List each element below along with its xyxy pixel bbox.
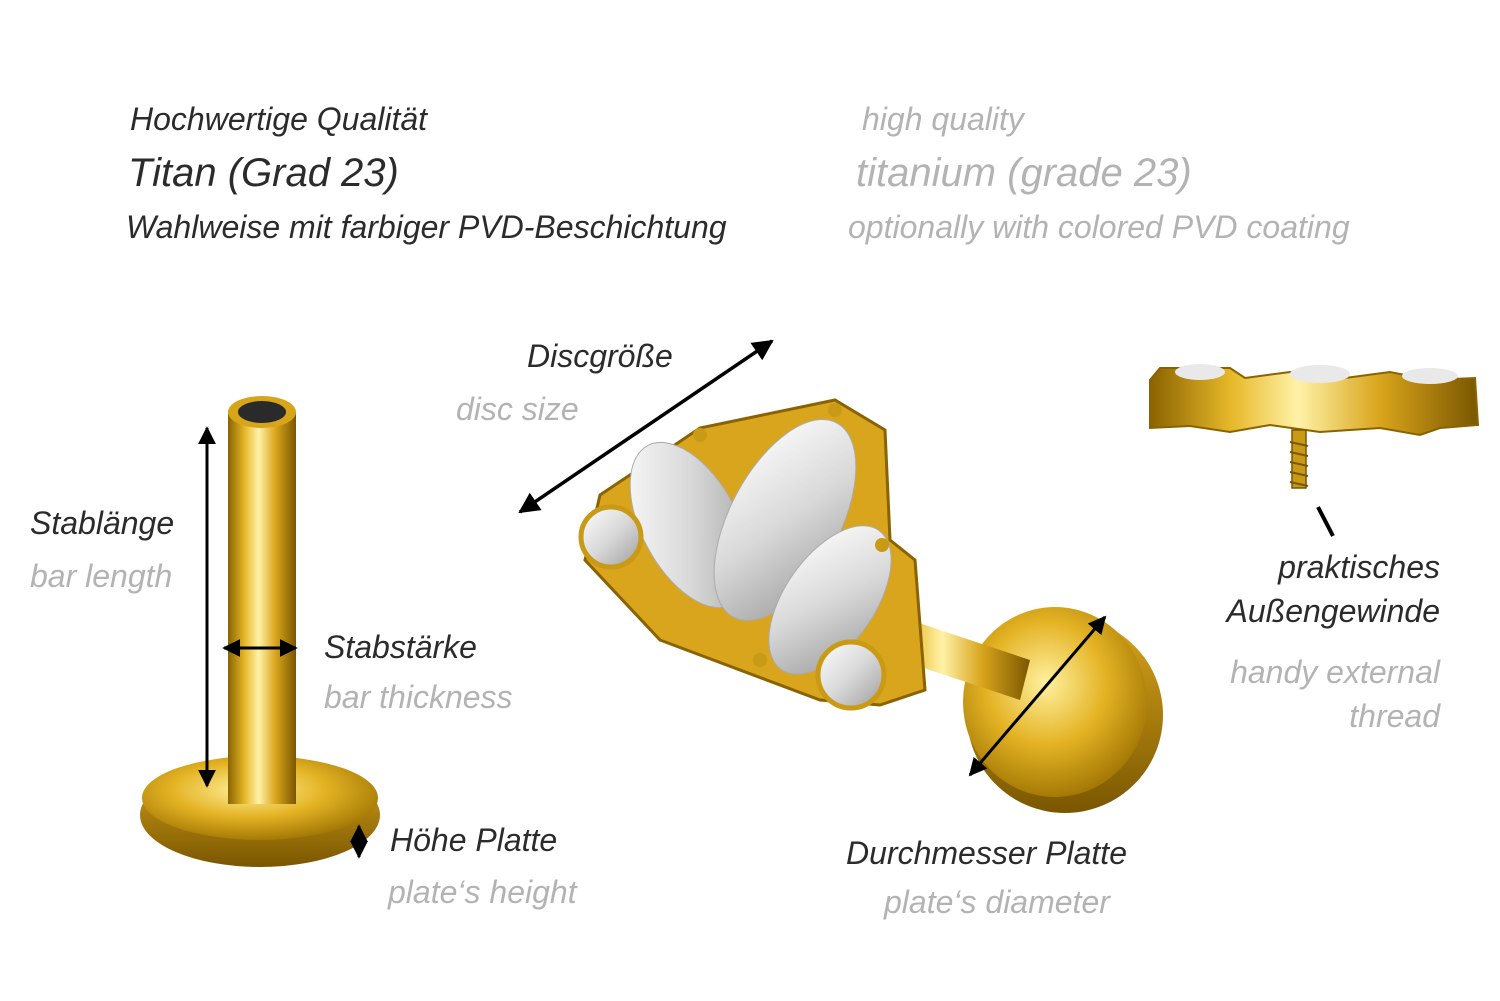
jewel-labret	[578, 398, 1163, 813]
thread-pointer-line	[1316, 506, 1335, 537]
disc-size-en-label: disc size	[456, 391, 579, 427]
top-setting	[1149, 367, 1480, 437]
material-en-text: titanium (grade 23)	[856, 151, 1192, 195]
back-disc	[963, 607, 1147, 797]
prong	[753, 653, 767, 667]
coating-en-text: optionally with colored PVD coating	[848, 209, 1350, 245]
plate-diameter-en-label: plate‘s diameter	[884, 884, 1110, 920]
plate-height-de-label: Höhe Platte	[390, 822, 558, 858]
top-stone	[1175, 364, 1225, 380]
quality-en-text: high quality	[862, 101, 1024, 137]
thread-grooves	[1289, 441, 1309, 487]
plate-height-en-label: plate‘s height	[388, 874, 577, 910]
threaded-top	[1149, 364, 1480, 489]
thread-en-label-line1: handy external	[1230, 654, 1440, 690]
bar-length-de-label: Stablänge	[30, 505, 175, 541]
bar-thickness-en-label: bar thickness	[324, 679, 513, 715]
prong	[828, 403, 842, 417]
prong	[875, 538, 889, 552]
material-de-text: Titan (Grad 23)	[128, 151, 399, 195]
top-stone	[1290, 365, 1350, 383]
thread-de-label-line2: Außengewinde	[1226, 593, 1440, 629]
round-stone-right	[815, 639, 887, 711]
bar-thickness-de-label: Stabstärke	[324, 629, 477, 665]
round-stone-left	[578, 504, 644, 570]
coating-de-text: Wahlweise mit farbiger PVD-Beschichtung	[126, 209, 727, 245]
bar-length-en-label: bar length	[30, 558, 173, 594]
post-bar	[228, 412, 296, 804]
disc-size-arrow	[518, 339, 774, 514]
quality-de-text: Hochwertige Qualität	[130, 101, 428, 137]
top-stone	[1402, 368, 1458, 384]
post-bar-hole	[238, 401, 286, 423]
prong	[693, 428, 707, 442]
disc-size-de-label: Discgröße	[527, 338, 673, 374]
plate-diameter-de-label: Durchmesser Platte	[846, 835, 1127, 871]
marquise-stone-3	[768, 525, 892, 675]
thread-pin	[1291, 429, 1307, 489]
thread-en-label-line2: thread	[1349, 698, 1440, 734]
plate-diameter-arrow	[968, 615, 1107, 777]
thread-de-label-line1: praktisches	[1278, 549, 1440, 585]
